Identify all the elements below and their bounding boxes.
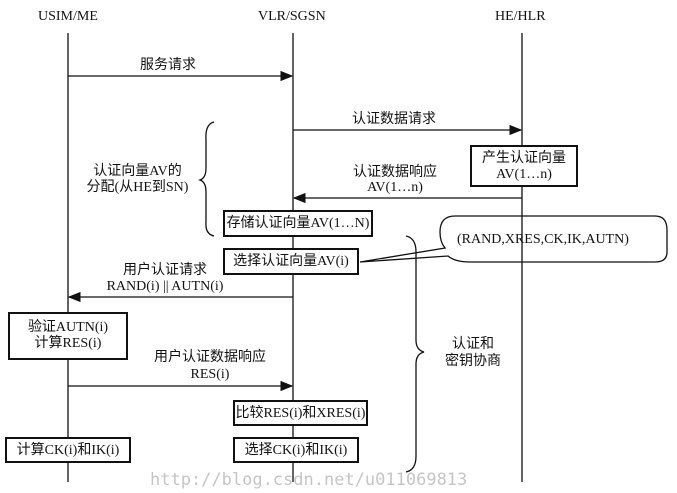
note-auth-key-2: 密钥协商 — [445, 354, 501, 369]
label-user-auth-request-params: RAND(i) || AUTN(i) — [106, 279, 224, 294]
box-verify-autn: 验证AUTN(i) 计算RES(i) — [8, 312, 128, 360]
callout-bubble — [359, 215, 668, 263]
label-auth-data-request: 认证数据请求 — [352, 112, 436, 127]
label-service-request: 服务请求 — [140, 58, 196, 73]
box-verify-line1: 验证AUTN(i) — [27, 320, 109, 335]
actor-usim: USIM/ME — [38, 9, 98, 24]
box-generate-av: 产生认证向量 AV(1…n) — [470, 145, 578, 187]
note-auth-key-1: 认证和 — [452, 337, 494, 352]
label-user-auth-request: 用户认证请求 — [123, 263, 207, 278]
box-select-av: 选择认证向量AV(i) — [223, 248, 359, 275]
box-verify-line2: 计算RES(i) — [34, 336, 102, 351]
box-store-av: 存储认证向量AV(1…N) — [223, 210, 373, 237]
watermark: http://blog.csdn.net/u011069813 — [150, 470, 468, 490]
box-compare-res: 比较RES(i)和XRES(i) — [233, 400, 368, 426]
box-calc-ck-ik: 计算CK(i)和IK(i) — [5, 437, 131, 463]
callout-av-components: (RAND,XRES,CK,IK,AUTN) — [457, 232, 629, 247]
box-select-ck-ik: 选择CK(i)和IK(i) — [233, 437, 359, 463]
box-generate-av-line2: AV(1…n) — [496, 167, 552, 182]
note-av-distribution-2: 分配(从HE到SN) — [86, 180, 189, 195]
right-brace — [405, 235, 425, 473]
label-user-auth-response: 用户认证数据响应 — [154, 350, 266, 365]
label-auth-data-response: 认证数据响应 — [353, 165, 437, 180]
box-generate-av-line1: 产生认证向量 — [482, 151, 566, 166]
actor-vlr: VLR/SGSN — [258, 9, 326, 24]
label-auth-data-response-av: AV(1…n) — [367, 180, 423, 195]
actor-hlr: HE/HLR — [495, 9, 546, 24]
label-user-auth-response-res: RES(i) — [190, 367, 230, 382]
left-brace — [197, 121, 215, 237]
note-av-distribution-1: 认证向量AV的 — [93, 164, 182, 179]
